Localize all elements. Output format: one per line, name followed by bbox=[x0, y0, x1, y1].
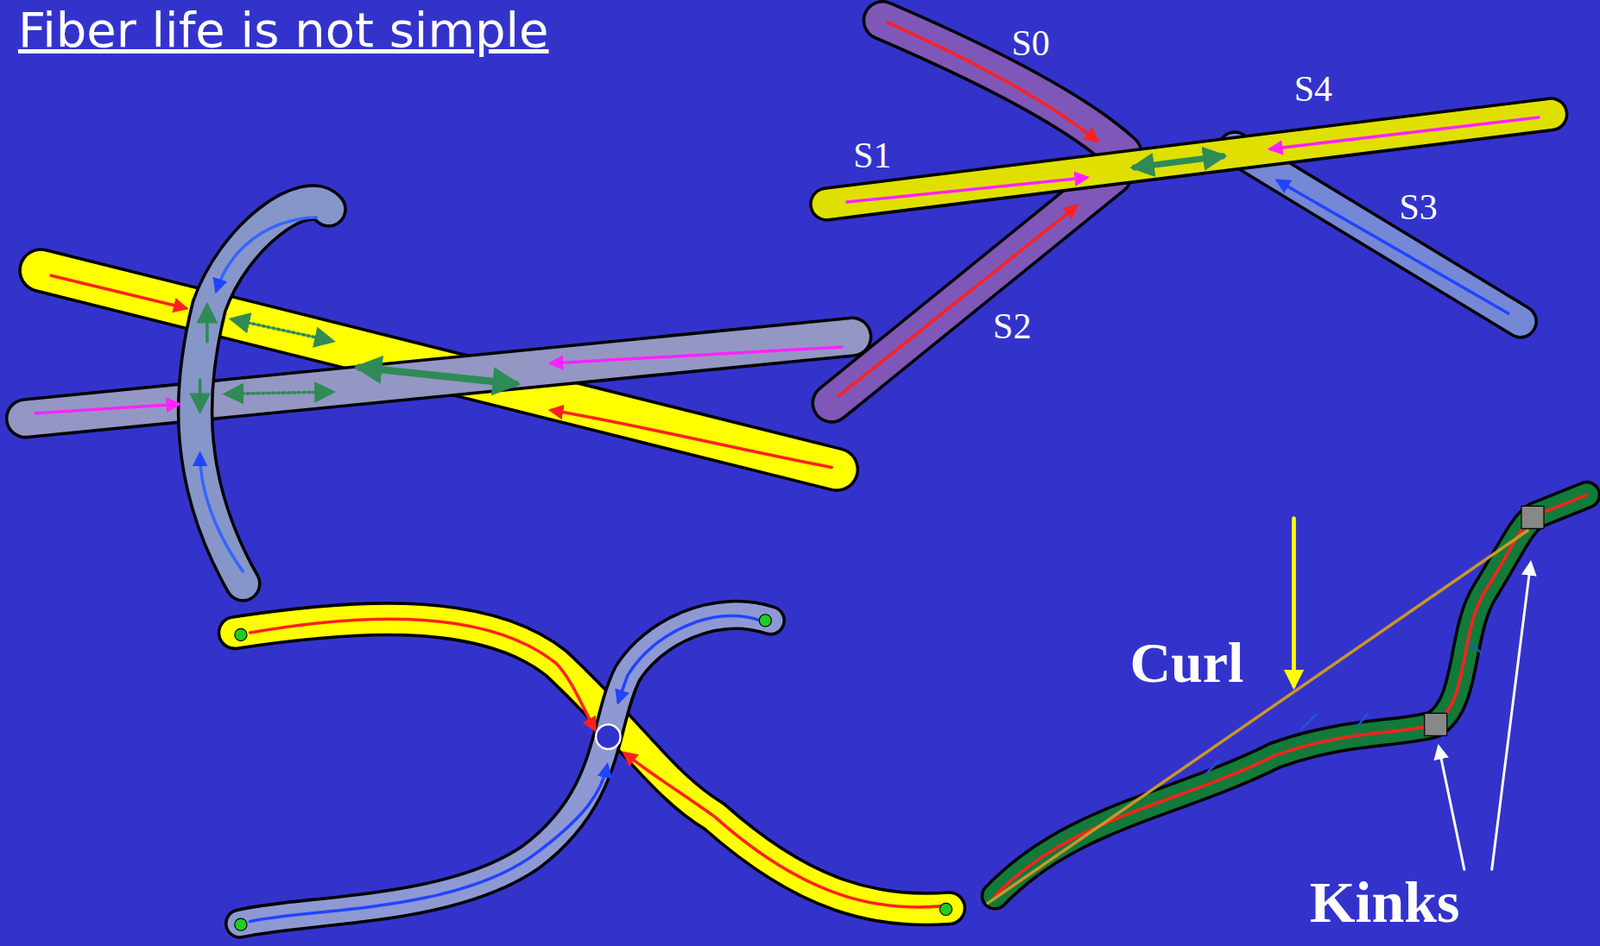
fiber-junction-scene bbox=[826, 20, 1551, 404]
segment-label: S4 bbox=[1294, 70, 1333, 108]
kinks-label: Kinks bbox=[1309, 872, 1461, 932]
segment-label: S2 bbox=[992, 308, 1031, 345]
segment-label: S3 bbox=[1398, 189, 1437, 226]
curl-kink-scene bbox=[987, 494, 1588, 904]
fiber-touching-scene bbox=[234, 614, 953, 932]
curl-label: Curl bbox=[1129, 634, 1244, 692]
fiber-crossing-scene bbox=[25, 202, 853, 585]
segment-label: S1 bbox=[853, 137, 892, 174]
slide-title: Fiber life is not simple bbox=[18, 1, 550, 58]
segment-label: S0 bbox=[1011, 25, 1050, 62]
